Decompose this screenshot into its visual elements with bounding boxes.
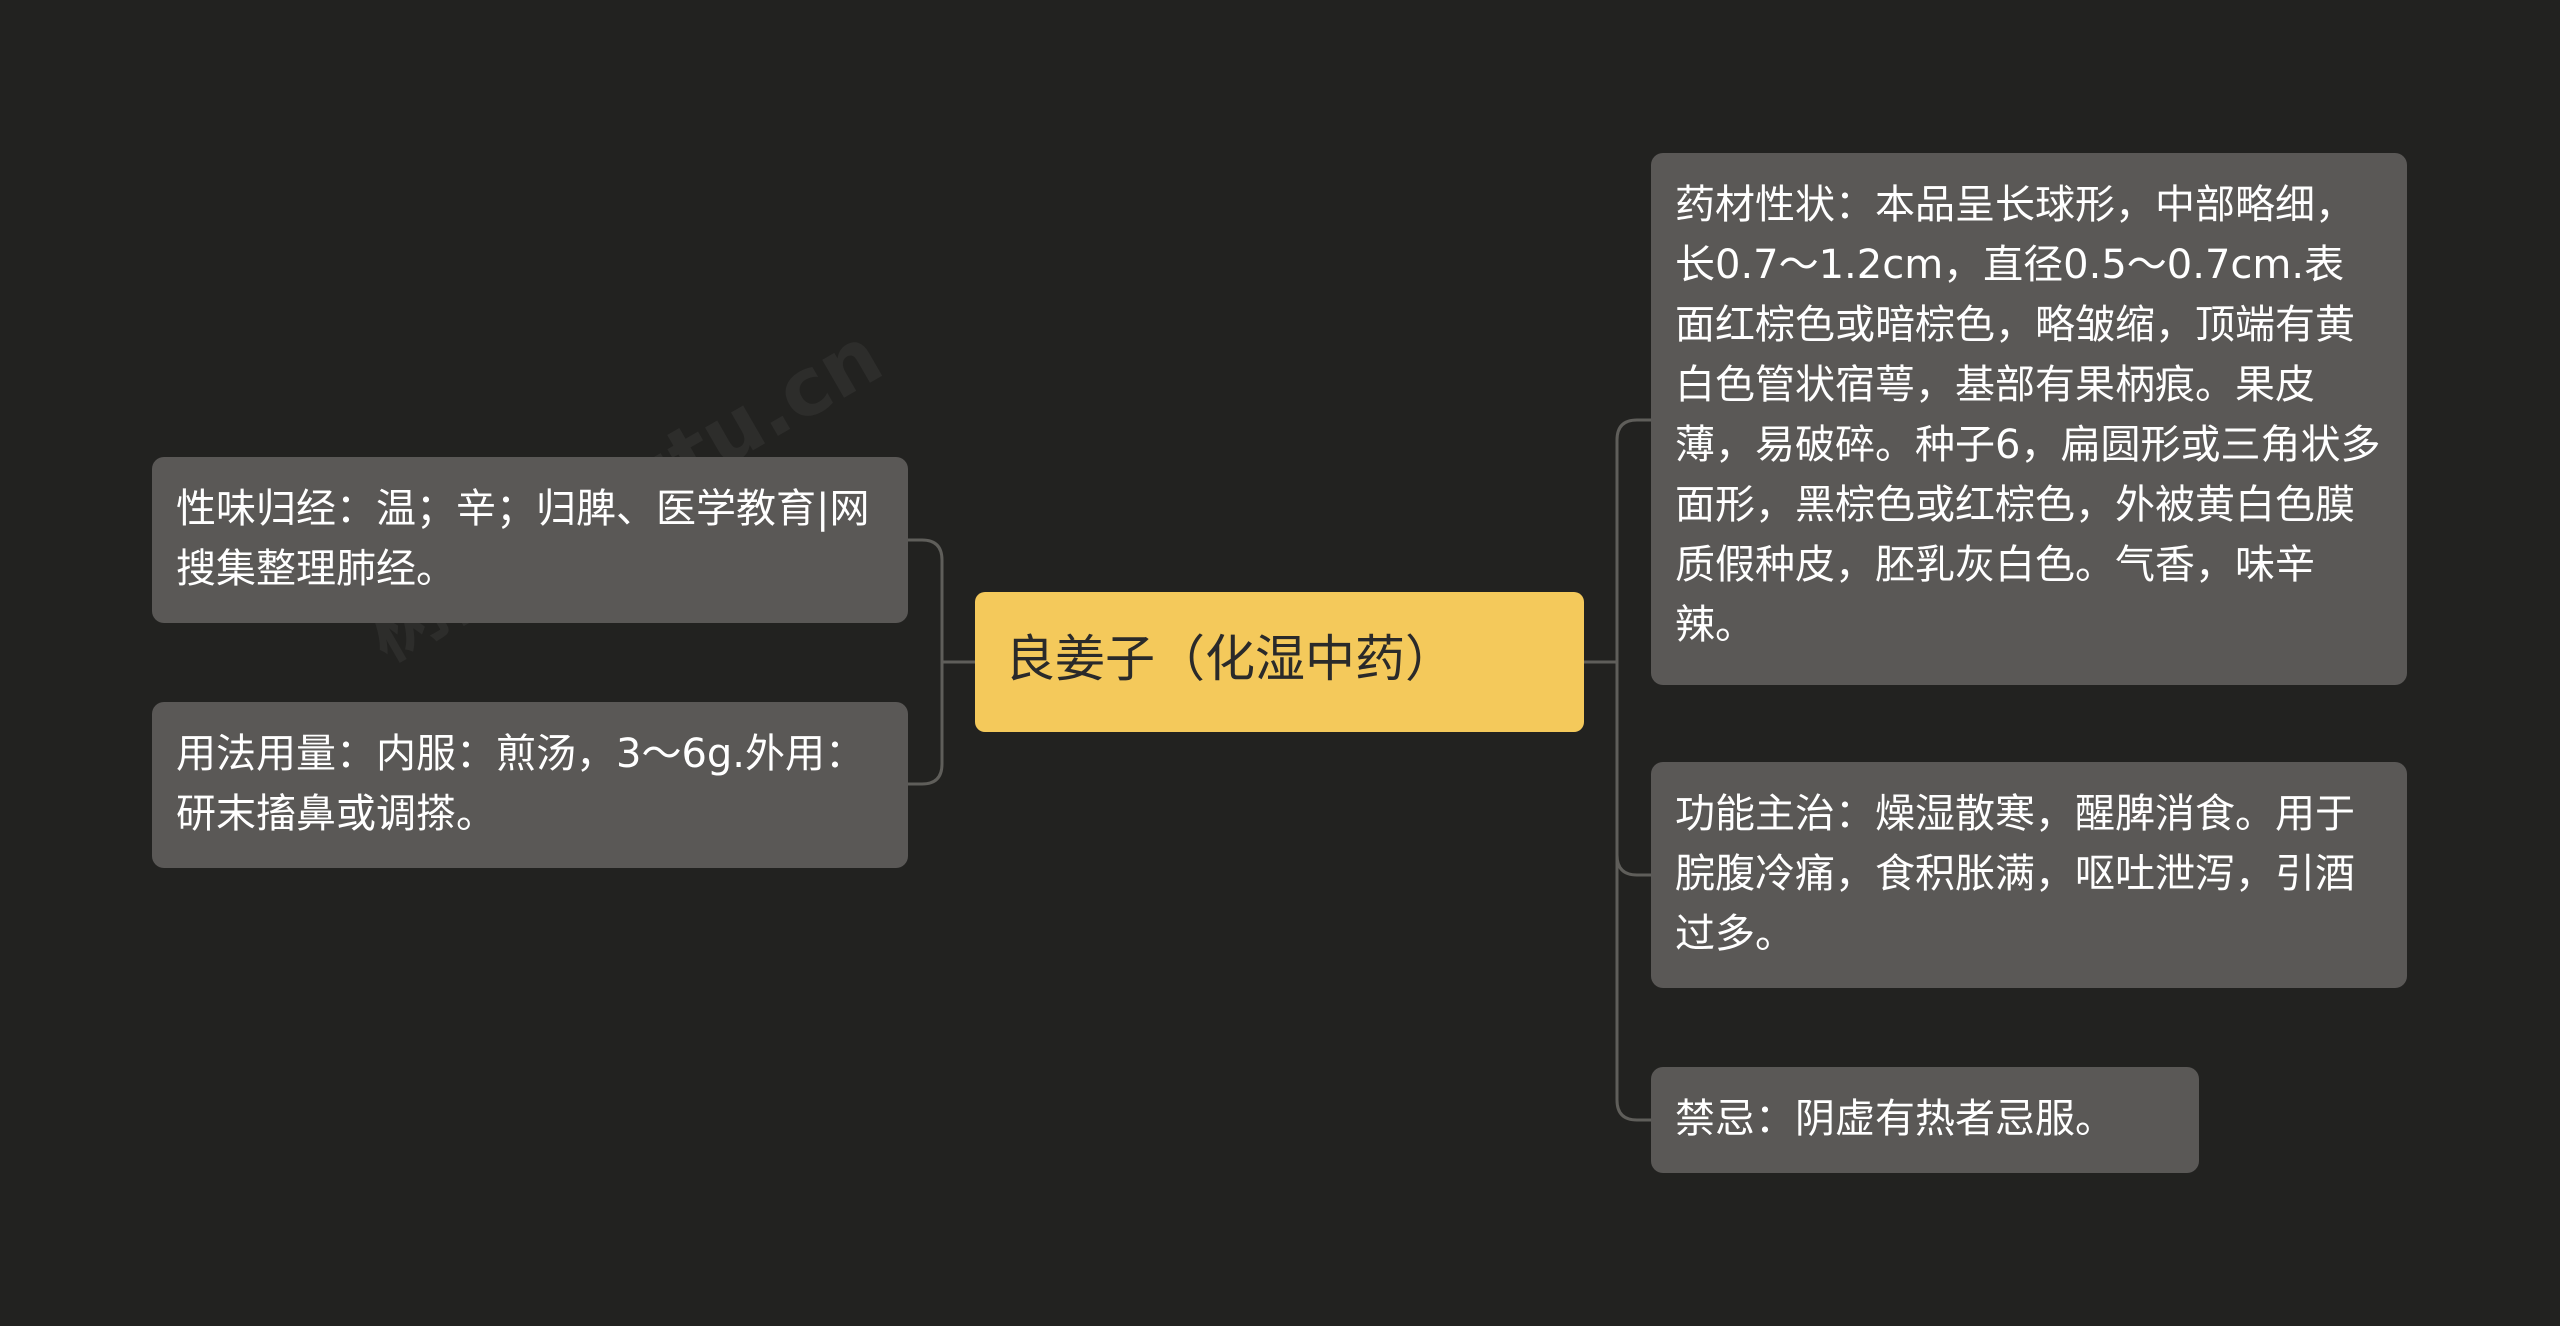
root-node[interactable]: 良姜子（化湿中药）: [975, 592, 1584, 732]
right-node-description[interactable]: 药材性状：本品呈长球形，中部略细，长0.7～1.2cm，直径0.5～0.7cm.…: [1651, 153, 2407, 685]
connector-left-1: [908, 538, 944, 662]
connector-left-2: [908, 662, 944, 786]
connector-right-2: [1615, 662, 1651, 877]
right-node-functions[interactable]: 功能主治：燥湿散寒，醒脾消食。用于脘腹冷痛，食积胀满，呕吐泄泻，引酒过多。: [1651, 762, 2407, 988]
left-node-text: 用法用量：内服：煎汤，3～6g.外用：研末搐鼻或调搽。: [176, 731, 866, 837]
right-node-contraindications[interactable]: 禁忌：阴虚有热者忌服。: [1651, 1067, 2199, 1173]
root-label: 良姜子（化湿中药）: [1005, 630, 1455, 688]
right-node-text: 功能主治：燥湿散寒，醒脾消食。用于脘腹冷痛，食积胀满，呕吐泄泻，引酒过多。: [1675, 791, 2355, 957]
left-node-dosage[interactable]: 用法用量：内服：煎汤，3～6g.外用：研末搐鼻或调搽。: [152, 702, 908, 868]
connector-right-1: [1615, 418, 1651, 662]
left-node-text: 性味归经：温；辛；归脾、医学教育|网搜集整理肺经。: [176, 486, 870, 592]
left-node-properties[interactable]: 性味归经：温；辛；归脾、医学教育|网搜集整理肺经。: [152, 457, 908, 623]
connector-right-3: [1615, 855, 1651, 1122]
right-node-text: 药材性状：本品呈长球形，中部略细，长0.7～1.2cm，直径0.5～0.7cm.…: [1675, 182, 2381, 648]
right-node-text: 禁忌：阴虚有热者忌服。: [1675, 1096, 2115, 1142]
